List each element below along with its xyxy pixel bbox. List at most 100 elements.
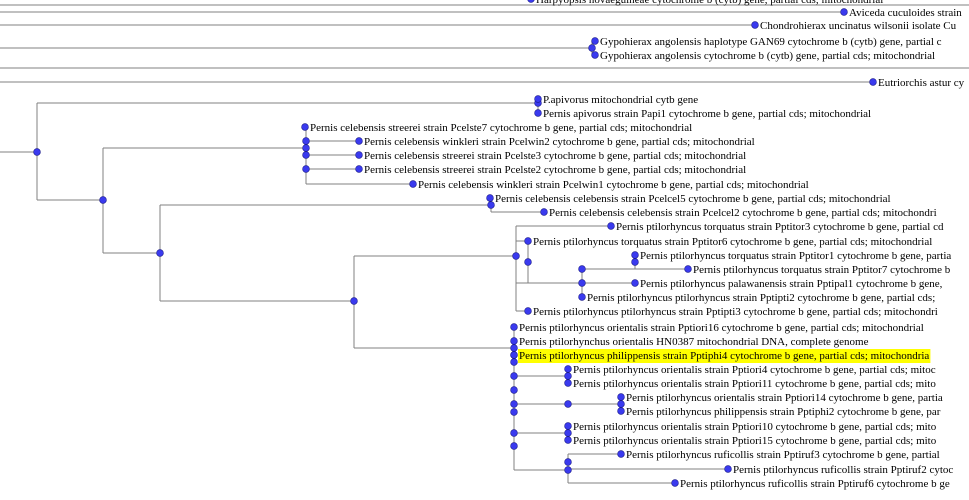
leaf-node-6[interactable] [534, 95, 542, 103]
leaf-label[interactable]: Chondrohierax uncinatus wilsonii isolate… [760, 20, 957, 32]
leaf-node-21[interactable] [524, 307, 532, 315]
leaf-node-3[interactable] [591, 37, 599, 45]
internal-node-20[interactable] [510, 386, 518, 394]
internal-node-10[interactable] [588, 44, 596, 52]
leaf-node-28[interactable] [617, 407, 625, 415]
leaf-label[interactable]: Pernis ptilorhyncus orientalis strain Pp… [519, 322, 924, 334]
internal-node-19[interactable] [510, 372, 518, 380]
leaf-node-33[interactable] [671, 479, 679, 487]
leaf-node-32[interactable] [724, 465, 732, 473]
internal-node-30[interactable] [564, 458, 572, 466]
leaf-label[interactable]: Eutriorchis astur cy [878, 77, 965, 89]
leaf-node-2[interactable] [751, 21, 759, 29]
leaf-node-30[interactable] [564, 436, 572, 444]
leaf-node-13[interactable] [486, 194, 494, 202]
leaf-label[interactable]: Pernis celebensis celebensis strain Pcel… [549, 207, 937, 219]
leaf-label[interactable]: Gypohierax angolensis cytochrome b (cytb… [600, 50, 935, 62]
internal-node-29[interactable] [617, 400, 625, 408]
leaf-node-18[interactable] [684, 265, 692, 273]
internal-node-27[interactable] [564, 429, 572, 437]
leaf-node-10[interactable] [355, 151, 363, 159]
internal-node-22[interactable] [510, 408, 518, 416]
leaf-label[interactable]: Pernis ptilorhyncus orientalis strain Pp… [573, 435, 937, 447]
leaf-label[interactable]: Pernis celebensis streerei strain Pcelst… [364, 164, 746, 176]
leaf-node-24[interactable] [510, 351, 518, 359]
leaf-label[interactable]: Pernis ptilorhyncus philippensis strain … [626, 406, 941, 418]
internal-node-9[interactable] [487, 201, 495, 209]
internal-node-2[interactable] [156, 249, 164, 257]
leaf-label[interactable]: Pernis ptilorhyncus orientalis strain Pp… [573, 378, 936, 390]
leaf-label[interactable]: Aviceda cuculoides strain [849, 7, 962, 19]
leaf-label[interactable]: Pernis apivorus strain Papi1 cytochrome … [543, 108, 871, 120]
leaf-node-9[interactable] [355, 137, 363, 145]
leaf-label[interactable]: Pernis ptilorhynchus orientalis HN0387 m… [519, 336, 869, 348]
internal-node-28[interactable] [564, 466, 572, 474]
leaf-label[interactable]: Pernis ptilorhyncus ruficollis strain Pp… [626, 449, 940, 461]
leaf-node-12[interactable] [409, 180, 417, 188]
internal-node-26[interactable] [564, 400, 572, 408]
internal-node-11[interactable] [512, 252, 520, 260]
leaf-label[interactable]: Pernis ptilorhyncus ptilorhyncus strain … [533, 306, 938, 318]
leaf-label[interactable]: Pernis ptilorhyncus ruficollis strain Pp… [680, 478, 950, 490]
tree-nodes [33, 0, 877, 487]
leaf-label[interactable]: Harpyopsis novaeguineae cytochrome b (cy… [536, 0, 883, 6]
internal-node-25[interactable] [564, 372, 572, 380]
leaf-node-5[interactable] [869, 78, 877, 86]
leaf-label[interactable]: P.apivorus mitochondrial cytb gene [543, 94, 698, 106]
leaf-node-17[interactable] [631, 251, 639, 259]
leaf-node-19[interactable] [631, 279, 639, 287]
internal-node-18[interactable] [510, 358, 518, 366]
leaf-node-0[interactable] [527, 0, 535, 3]
leaf-node-20[interactable] [578, 293, 586, 301]
leaf-label[interactable]: Gypohierax angolensis haplotype GAN69 cy… [600, 36, 942, 48]
leaf-node-25[interactable] [564, 365, 572, 373]
internal-node-3[interactable] [350, 297, 358, 305]
leaf-node-8[interactable] [301, 123, 309, 131]
leaf-label[interactable]: Pernis ptilorhyncus orientalis strain Pp… [626, 392, 943, 404]
leaf-label[interactable]: Pernis celebensis streerei strain Pcelst… [310, 122, 692, 134]
leaf-node-23[interactable] [510, 337, 518, 345]
leaf-label[interactable]: Pernis celebensis celebensis strain Pcel… [495, 193, 891, 205]
leaf-label[interactable]: Pernis ptilorhyncus orientalis strain Pp… [573, 421, 937, 433]
internal-node-8[interactable] [302, 165, 310, 173]
internal-node-12[interactable] [524, 258, 532, 266]
leaf-label[interactable]: Pernis ptilorhyncus ptilorhyncus strain … [587, 292, 935, 304]
internal-node-1[interactable] [99, 196, 107, 204]
internal-node-23[interactable] [510, 429, 518, 437]
leaf-node-29[interactable] [564, 422, 572, 430]
leaf-node-15[interactable] [607, 222, 615, 230]
leaf-label[interactable]: Pernis ptilorhyncus ruficollis strain Pp… [733, 464, 953, 476]
leaf-label-highlighted[interactable]: Pernis ptilorhyncus philippensis strain … [519, 350, 929, 362]
internal-node-16[interactable] [510, 344, 518, 352]
internal-node-5[interactable] [302, 144, 310, 152]
internal-node-24[interactable] [510, 442, 518, 450]
leaf-node-14[interactable] [540, 208, 548, 216]
internal-node-0[interactable] [33, 148, 41, 156]
leaf-label[interactable]: Pernis ptilorhyncus torquatus strain Ppt… [640, 250, 951, 262]
internal-node-7[interactable] [302, 151, 310, 159]
leaf-node-31[interactable] [617, 450, 625, 458]
leaf-node-1[interactable] [840, 8, 848, 16]
internal-node-14[interactable] [578, 265, 586, 273]
leaf-label[interactable]: Pernis ptilorhyncus torquatus strain Ppt… [616, 221, 944, 233]
leaf-node-27[interactable] [617, 393, 625, 401]
leaf-label[interactable]: Pernis ptilorhyncus palawanensis strain … [640, 278, 943, 290]
leaf-node-7[interactable] [534, 109, 542, 117]
leaf-node-11[interactable] [355, 165, 363, 173]
internal-node-6[interactable] [302, 137, 310, 145]
leaf-label[interactable]: Pernis ptilorhyncus torquatus strain Ppt… [533, 236, 932, 248]
leaf-node-16[interactable] [524, 237, 532, 245]
leaf-label[interactable]: Pernis ptilorhyncus torquatus strain Ppt… [693, 264, 951, 276]
internal-node-21[interactable] [510, 400, 518, 408]
internal-node-13[interactable] [578, 279, 586, 287]
leaf-node-22[interactable] [510, 323, 518, 331]
leaf-node-26[interactable] [564, 379, 572, 387]
leaf-label[interactable]: Pernis celebensis winkleri strain Pcelwi… [364, 136, 755, 148]
leaf-label[interactable]: Pernis ptilorhyncus orientalis strain Pp… [573, 364, 936, 376]
leaf-node-4[interactable] [591, 51, 599, 59]
tree-leaf-labels: Harpyopsis novaeguineae cytochrome b (cy… [310, 0, 965, 490]
leaf-label[interactable]: Pernis celebensis winkleri strain Pcelwi… [418, 179, 809, 191]
internal-node-15[interactable] [631, 258, 639, 266]
leaf-label[interactable]: Pernis celebensis streerei strain Pcelst… [364, 150, 746, 162]
